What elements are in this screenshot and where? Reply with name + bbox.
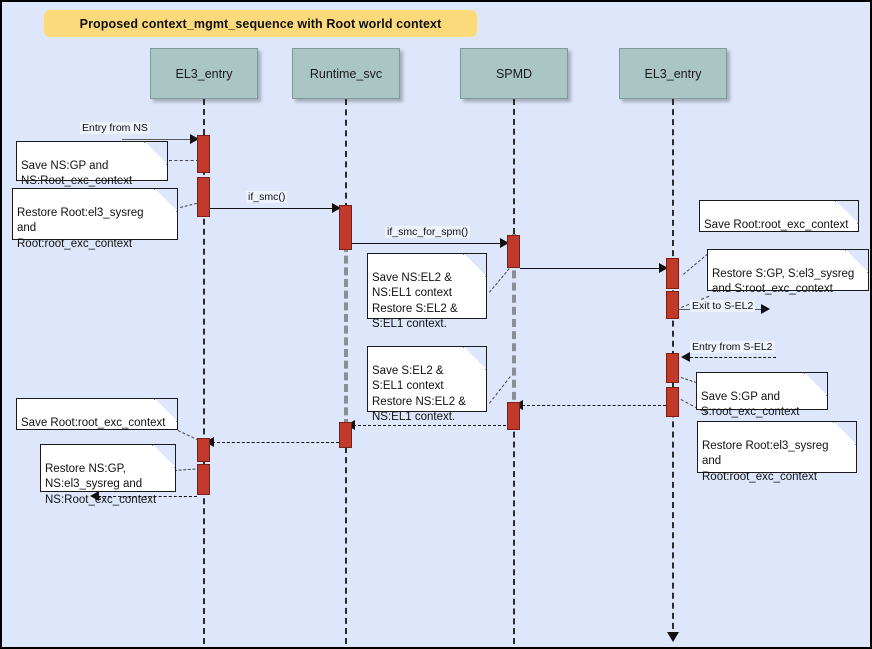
note-save-s-el2-restore-ns-el2: Save S:EL2 & S:EL1 context Restore NS:EL… xyxy=(367,346,487,423)
note-text: Save Root:root_exc_context xyxy=(21,417,166,430)
activation-spmd-2 xyxy=(507,402,520,430)
note-fold-icon xyxy=(463,347,486,370)
participant-runtime-svc[interactable]: Runtime_svc xyxy=(292,48,400,99)
lifeline-spmd-top xyxy=(513,99,515,234)
participant-el3-entry-right[interactable]: EL3_entry xyxy=(619,48,727,99)
note-fold-icon xyxy=(152,445,175,468)
activation-el3-right-4 xyxy=(666,387,679,417)
connector-note-4 xyxy=(683,253,709,275)
lifeline-runtime-svc-top xyxy=(345,99,347,209)
note-save-s-gp: Save S:GP and S:root_exc_context xyxy=(696,372,828,418)
arrowhead-icon-entry-from-ns xyxy=(190,134,199,144)
activation-el3-right-2 xyxy=(666,291,679,319)
note-text: Restore S:GP, S:el3_sysreg and S:root_ex… xyxy=(712,268,855,296)
arrowhead-icon-spmd-to-el3-right xyxy=(659,263,668,273)
lifeline-spmd-mid xyxy=(512,234,516,412)
activation-el3-right-3 xyxy=(666,353,679,383)
message-el3-right-to-spmd-line xyxy=(522,405,666,406)
note-text: Save NS:EL2 & NS:EL1 context Restore S:E… xyxy=(372,272,458,330)
diagram-title-banner: Proposed context_mgmt_sequence with Root… xyxy=(44,10,477,37)
connector-note-1 xyxy=(169,160,199,161)
activation-el3-left-1 xyxy=(197,135,210,173)
note-fold-icon xyxy=(144,142,167,165)
message-label-exit-to-sel2: Exit to S-EL2 xyxy=(690,300,756,312)
note-text: Restore NS:GP, NS:el3_sysreg and NS:Root… xyxy=(45,463,157,506)
message-label-if-smc-for-spm: if_smc_for_spm() xyxy=(385,226,471,238)
activation-el3-right-1 xyxy=(666,258,679,289)
message-if-smc-for-spm-line xyxy=(352,243,504,244)
note-fold-icon xyxy=(463,254,486,277)
lifeline-runtime-svc-bottom xyxy=(345,427,347,644)
arrowhead-icon-if-smc-for-spm xyxy=(500,238,509,248)
arrowhead-icon-entry-from-sel2 xyxy=(681,352,690,362)
lifeline-el3-entry-left xyxy=(203,99,205,644)
note-save-ns-gp: Save NS:GP and NS:Root_exc_context xyxy=(16,141,168,187)
lifeline-spmd-bottom xyxy=(513,412,515,644)
note-restore-ns-gp: Restore NS:GP, NS:el3_sysreg and NS:Root… xyxy=(40,444,176,506)
activation-runtime-svc-2 xyxy=(339,422,352,448)
participant-spmd[interactable]: SPMD xyxy=(460,48,568,99)
message-label-entry-from-sel2: Entry from S-EL2 xyxy=(690,341,775,353)
activation-spmd-1 xyxy=(507,235,520,268)
note-text: Restore Root:el3_sysreg and Root:root_ex… xyxy=(702,440,829,483)
message-if-smc-line xyxy=(210,208,336,209)
note-text: Save Root:root_exc_context xyxy=(704,219,849,232)
note-save-root-exc-context-right: Save Root:root_exc_context xyxy=(699,200,859,232)
note-text: Restore Root:el3_sysreg and Root:root_ex… xyxy=(17,207,144,250)
message-runtime-svc-to-el3-left-line xyxy=(212,442,339,443)
note-fold-icon xyxy=(154,189,177,212)
arrowhead-icon-exit-to-sel2 xyxy=(761,304,770,314)
note-text: Save NS:GP and NS:Root_exc_context xyxy=(21,160,133,188)
connector-note-3 xyxy=(489,268,510,293)
note-restore-root-el3-sysreg-right: Restore Root:el3_sysreg and Root:root_ex… xyxy=(697,421,857,483)
note-fold-icon xyxy=(833,422,856,445)
lifeline-end-arrow-icon xyxy=(667,632,679,642)
message-label-if-smc: if_smc() xyxy=(246,191,288,203)
note-save-ns-el2-restore-s-el2: Save NS:EL2 & NS:EL1 context Restore S:E… xyxy=(367,253,487,330)
note-save-root-exc-context-left: Save Root:root_exc_context xyxy=(16,398,178,430)
note-fold-icon xyxy=(804,373,827,396)
connector-note-8 xyxy=(489,376,511,404)
message-entry-from-ns-line xyxy=(122,139,194,140)
message-spmd-to-runtime-svc-line xyxy=(353,425,506,426)
arrowhead-icon-el3-left-exit xyxy=(90,491,99,501)
arrowhead-icon-if-smc xyxy=(332,203,341,213)
activation-el3-left-2 xyxy=(197,177,210,217)
participant-el3-entry-left[interactable]: EL3_entry xyxy=(150,48,258,99)
note-text: Save S:EL2 & S:EL1 context Restore NS:EL… xyxy=(372,365,466,423)
message-label-entry-from-ns: Entry from NS xyxy=(80,122,150,134)
lifeline-runtime-svc-mid xyxy=(344,209,348,427)
note-restore-root-el3-sysreg: Restore Root:el3_sysreg and Root:root_ex… xyxy=(12,188,178,250)
activation-el3-left-3 xyxy=(197,438,210,462)
note-text: Save S:GP and S:root_exc_context xyxy=(701,391,800,419)
note-restore-s-gp: Restore S:GP, S:el3_sysreg and S:root_ex… xyxy=(707,249,869,295)
activation-el3-left-4 xyxy=(197,464,210,495)
message-el3-left-exit-line xyxy=(98,496,197,497)
message-entry-from-sel2-line xyxy=(690,357,776,358)
message-spmd-to-el3-right-line xyxy=(520,268,663,269)
activation-runtime-svc-1 xyxy=(339,205,352,250)
